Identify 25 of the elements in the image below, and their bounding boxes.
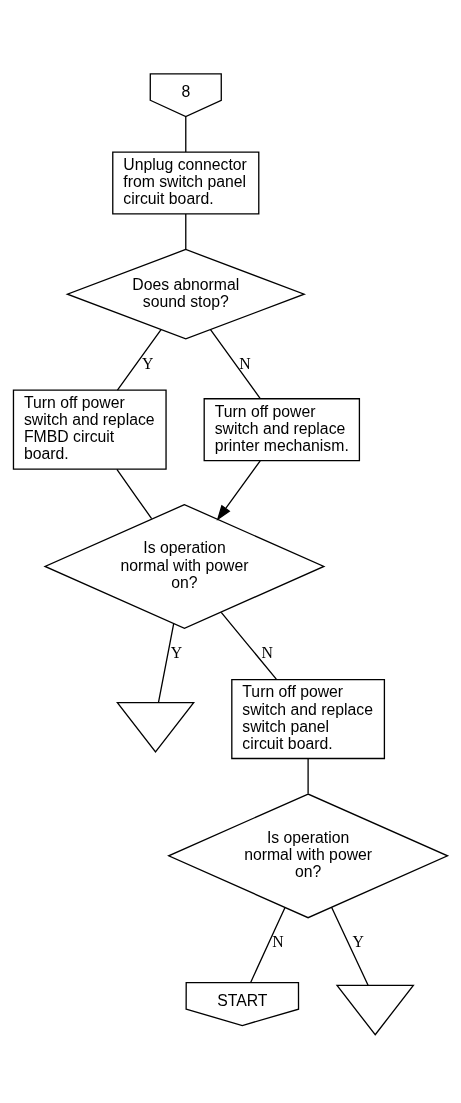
edge-label: Y xyxy=(170,643,183,661)
node-triangle xyxy=(335,984,415,1036)
node-triangle xyxy=(116,701,195,753)
arrow xyxy=(216,459,261,521)
connector xyxy=(185,212,187,250)
connector xyxy=(157,622,175,703)
node-box: Turn off power switch and replace switch panel circuit board. xyxy=(231,678,386,759)
edge-label: N xyxy=(239,354,251,372)
edge-label: Y xyxy=(141,354,154,372)
connector xyxy=(220,611,277,680)
connector xyxy=(307,757,309,794)
node-box: Unplug connector from switch panel circuit board. xyxy=(112,150,260,215)
connector xyxy=(330,906,369,986)
node-diamond: Is operation normal with power on? xyxy=(167,792,450,918)
connector xyxy=(250,906,286,983)
connector xyxy=(116,328,162,391)
connector xyxy=(116,468,153,519)
edge-label: N xyxy=(272,932,284,950)
node-box: Turn off power switch and replace printer mechanism. xyxy=(203,397,361,461)
node-diamond: Does abnormal sound stop? xyxy=(65,248,307,340)
edge-label: Y xyxy=(352,932,364,950)
connector xyxy=(209,328,261,399)
edge-label: N xyxy=(261,643,274,661)
node-box: Turn off power switch and replace FMBD circuit board. xyxy=(12,389,167,470)
connector xyxy=(185,115,187,153)
